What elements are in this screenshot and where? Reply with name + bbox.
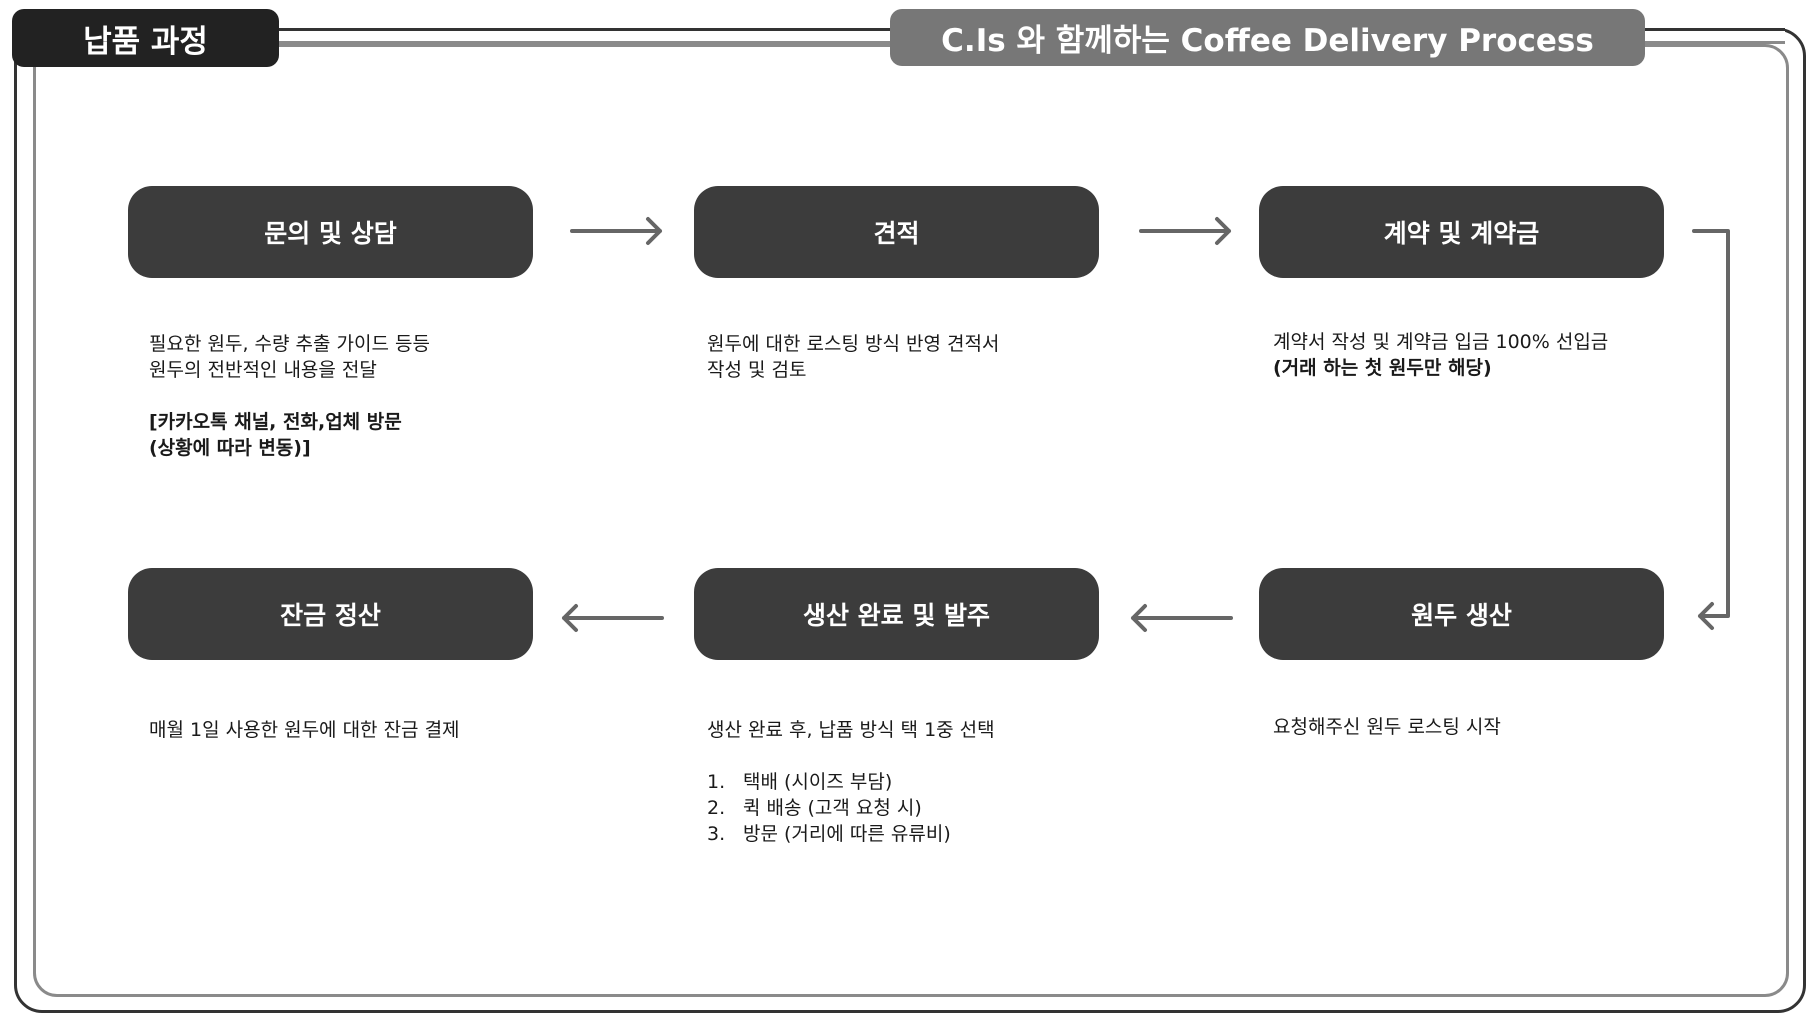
arrow-left-icon [1131,604,1233,632]
list-number: 3. [707,823,726,845]
step-inquiry-desc: 필요한 원두, 수량 추출 가이드 등등 원두의 전반적인 내용을 전달 [카카… [149,331,430,461]
arrow-right-icon [570,217,662,245]
desc-bold-line: (거래 하는 첫 원두만 해당) [1273,357,1492,379]
top-divider-left [279,28,890,44]
step-production: 원두 생산 [1259,568,1664,660]
delivery-option: 2. 퀵 배송 (고객 요청 시) [707,795,995,821]
step-settlement-desc: 매월 1일 사용한 원두에 대한 잔금 결제 [149,717,460,743]
desc-line: 원두에 대한 로스팅 방식 반영 견적서 [707,333,1000,355]
desc-line: 매월 1일 사용한 원두에 대한 잔금 결제 [149,719,460,741]
list-number: 2. [707,797,726,819]
arrow-left-icon [562,604,664,632]
step-order-desc: 생산 완료 후, 납품 방식 택 1중 선택 1. 택배 (시이즈 부담) 2. 퀵… [707,717,995,847]
desc-bold-line: [카카오톡 채널, 전화,업체 방문 [149,411,402,433]
step-settlement: 잔금 정산 [128,568,533,660]
step-order: 생산 완료 및 발주 [694,568,1099,660]
delivery-option: 1. 택배 (시이즈 부담) [707,769,995,795]
arrow-connector-icon [1692,229,1730,630]
desc-line: 작성 및 검토 [707,359,807,381]
desc-line: 원두의 전반적인 내용을 전달 [149,359,377,381]
step-production-desc: 요청해주신 원두 로스팅 시작 [1273,714,1501,740]
section-title: 납품 과정 [12,9,279,67]
list-text: 퀵 배송 (고객 요청 시) [743,797,922,819]
top-divider-right [1645,28,1785,44]
desc-bold-line: (상황에 따라 변동)] [149,437,311,459]
desc-line: 요청해주신 원두 로스팅 시작 [1273,716,1501,738]
desc-line: 필요한 원두, 수량 추출 가이드 등등 [149,333,430,355]
list-number: 1. [707,771,726,793]
step-inquiry: 문의 및 상담 [128,186,533,278]
step-quote-desc: 원두에 대한 로스팅 방식 반영 견적서 작성 및 검토 [707,331,999,383]
step-contract-desc: 계약서 작성 및 계약금 입금 100% 선입금 (거래 하는 첫 원두만 해당… [1273,329,1608,381]
delivery-option: 3. 방문 (거리에 따른 유류비) [707,821,995,847]
step-contract: 계약 및 계약금 [1259,186,1664,278]
list-text: 택배 (시이즈 부담) [743,771,893,793]
step-quote: 견적 [694,186,1099,278]
desc-line: 생산 완료 후, 납품 방식 택 1중 선택 [707,719,995,741]
list-text: 방문 (거리에 따른 유류비) [743,823,951,845]
arrow-right-icon [1139,217,1231,245]
process-title: C.Is 와 함께하는 Coffee Delivery Process [890,9,1645,66]
desc-line: 계약서 작성 및 계약금 입금 100% 선입금 [1273,331,1609,353]
